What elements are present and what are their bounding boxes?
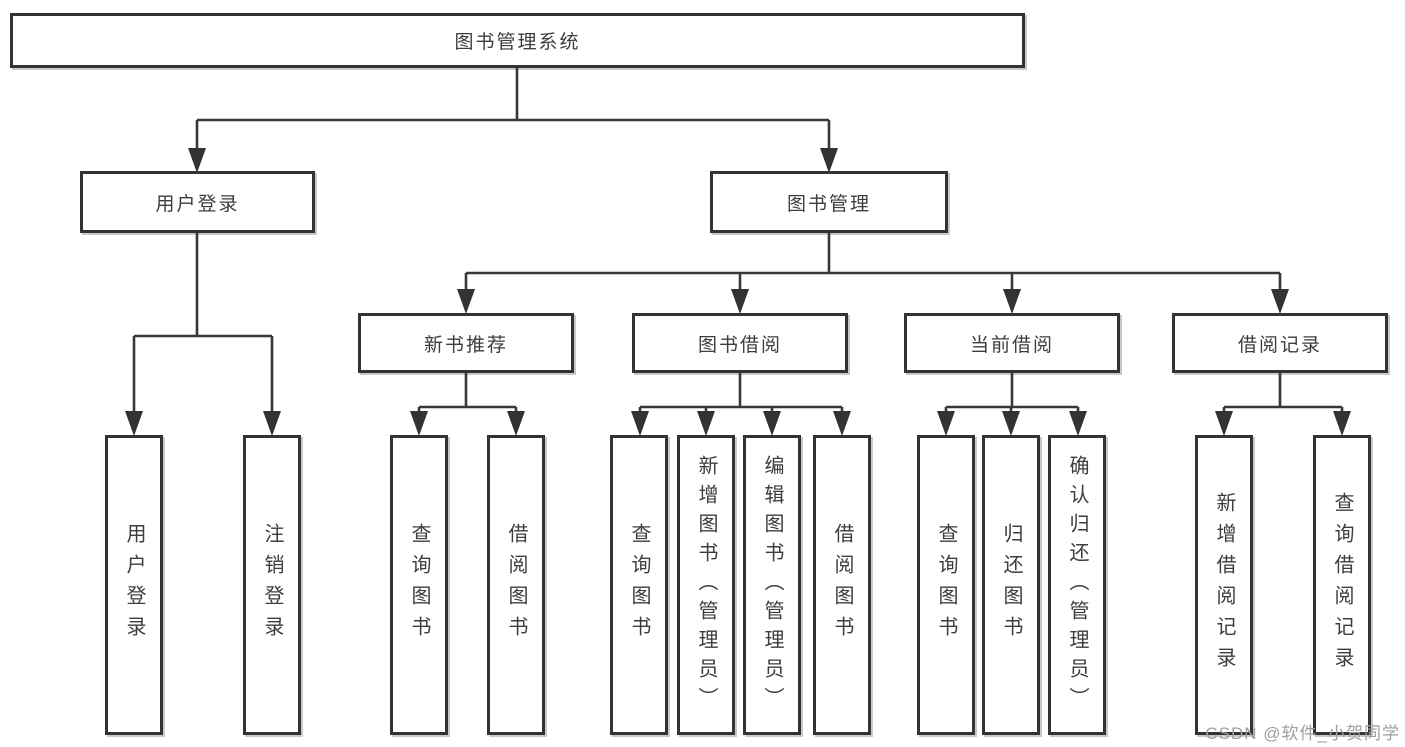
leaf-edit-books-admin: 编辑图书（管理员） <box>743 435 801 735</box>
leaf-edit-books-admin-label: 编辑图书（管理员） <box>761 454 783 716</box>
node-borrowing-records: 借阅记录 <box>1172 313 1388 373</box>
leaf-query-borrow-record: 查询借阅记录 <box>1313 435 1371 735</box>
leaf-add-books-admin-label: 新增图书（管理员） <box>695 454 717 716</box>
connector-new-book-recommend-to-leaves <box>417 373 518 413</box>
leaf-return-books-label: 归还图书 <box>1000 523 1022 647</box>
node-user-login-label: 用户登录 <box>155 193 240 215</box>
connector-user-login-to-leaves <box>132 233 274 413</box>
node-current-borrowing-label: 当前借阅 <box>969 334 1054 356</box>
node-borrowing-records-label: 借阅记录 <box>1237 334 1322 356</box>
leaf-logout-label: 注销登录 <box>261 523 283 647</box>
leaf-query-books-current: 查询图书 <box>917 435 975 735</box>
node-new-book-recommend-label: 新书推荐 <box>423 334 508 356</box>
node-current-borrowing: 当前借阅 <box>904 313 1120 373</box>
leaf-borrow-books-recommend-label: 借阅图书 <box>505 523 527 647</box>
leaf-return-books: 归还图书 <box>982 435 1040 735</box>
csdn-watermark: CSDN @软件_小贺同学 <box>1205 724 1400 743</box>
node-book-management: 图书管理 <box>710 171 948 233</box>
node-book-borrowing: 图书借阅 <box>632 313 848 373</box>
connector-book-management-to-level3 <box>464 233 1282 291</box>
leaf-borrow-books: 借阅图书 <box>813 435 871 735</box>
leaf-confirm-return-admin: 确认归还（管理员） <box>1048 435 1106 735</box>
leaf-user-login: 用户登录 <box>105 435 163 735</box>
leaf-confirm-return-admin-label: 确认归还（管理员） <box>1066 454 1088 716</box>
leaf-add-books-admin: 新增图书（管理员） <box>677 435 735 735</box>
leaf-borrow-books-label: 借阅图书 <box>831 523 853 647</box>
node-library-management-system: 图书管理系统 <box>10 13 1025 68</box>
leaf-logout: 注销登录 <box>243 435 301 735</box>
leaf-query-borrow-record-label: 查询借阅记录 <box>1331 492 1353 678</box>
node-new-book-recommend: 新书推荐 <box>358 313 574 373</box>
connector-root-to-level2 <box>195 68 831 150</box>
leaf-query-books-borrowing-label: 查询图书 <box>628 523 650 647</box>
leaf-borrow-books-recommend: 借阅图书 <box>487 435 545 735</box>
node-user-login: 用户登录 <box>80 171 315 233</box>
connector-current-borrowing-to-leaves <box>944 373 1080 413</box>
connector-book-borrowing-to-leaves <box>638 373 844 413</box>
leaf-query-books-recommend: 查询图书 <box>390 435 448 735</box>
leaf-add-borrow-record: 新增借阅记录 <box>1195 435 1253 735</box>
node-library-management-system-label: 图书管理系统 <box>454 32 581 53</box>
node-book-borrowing-label: 图书借阅 <box>697 334 782 356</box>
leaf-user-login-label: 用户登录 <box>123 523 145 647</box>
leaf-query-books-recommend-label: 查询图书 <box>408 523 430 647</box>
connector-borrowing-records-to-leaves <box>1222 373 1344 413</box>
node-book-management-label: 图书管理 <box>786 193 871 215</box>
leaf-add-borrow-record-label: 新增借阅记录 <box>1213 492 1235 678</box>
leaf-query-books-current-label: 查询图书 <box>935 523 957 647</box>
leaf-query-books-borrowing: 查询图书 <box>610 435 668 735</box>
